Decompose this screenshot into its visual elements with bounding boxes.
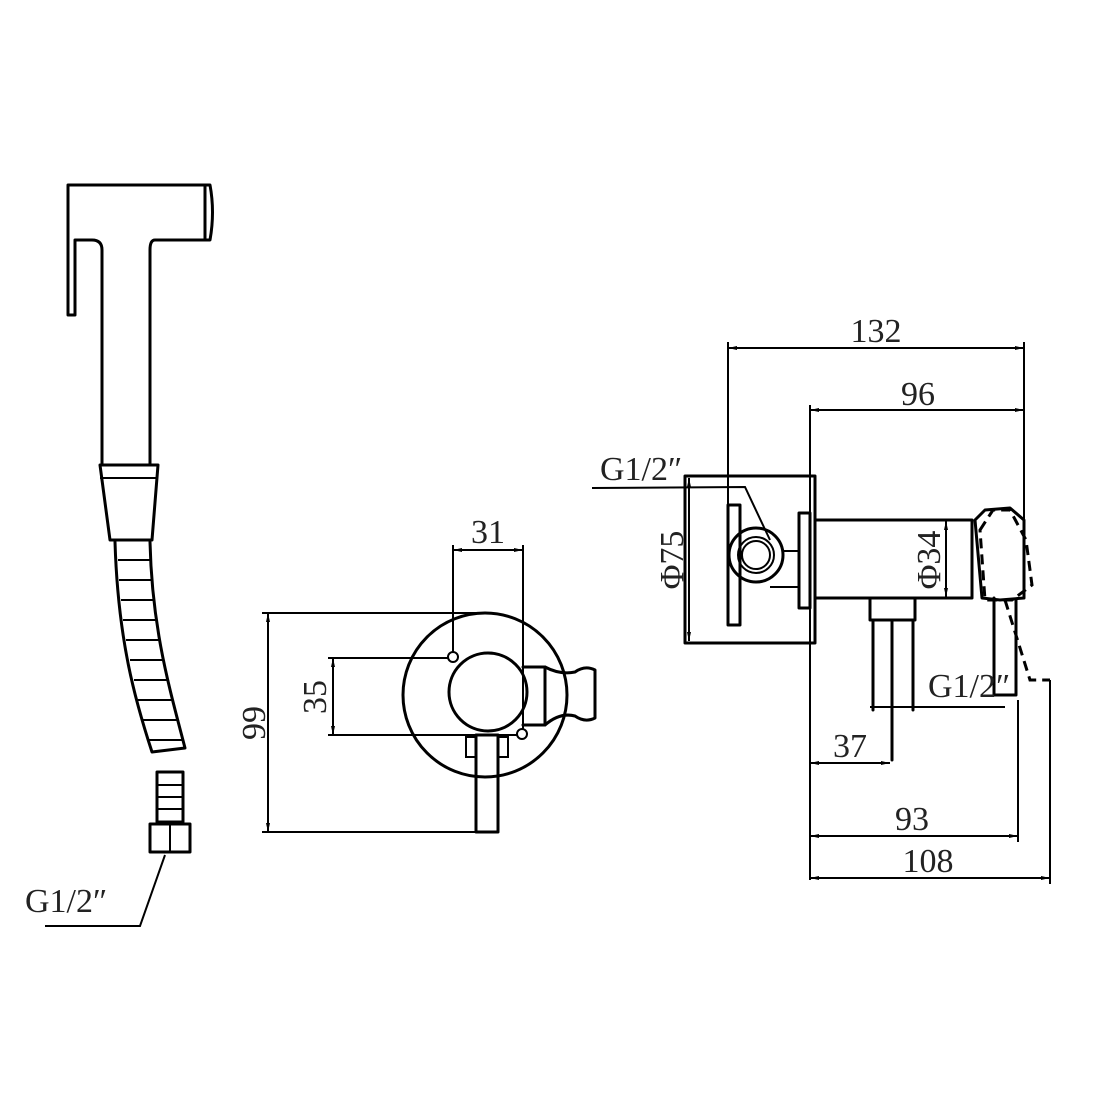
plate-diameter-label: Φ75: [654, 531, 691, 590]
outlet-offset-label: 37: [833, 728, 867, 765]
outlet-thread-label: G1/2″: [928, 668, 1010, 705]
handheld-thread-label: G1/2″: [25, 883, 107, 920]
hole-spacing-horizontal-label: 31: [471, 514, 505, 551]
body-depth-label: 96: [901, 376, 935, 413]
lever-depth-label: 93: [895, 801, 929, 838]
hole-spacing-vertical-label: 35: [297, 680, 334, 714]
height-label: 99: [236, 706, 273, 740]
hose-ribs: [118, 559, 183, 741]
front-view: 99 35 31: [236, 514, 597, 834]
body-diameter-label: Φ34: [911, 531, 948, 590]
inlet-thread-label: G1/2″: [600, 451, 682, 488]
overall-depth-label: 132: [851, 313, 902, 350]
lever-open-depth-label: 108: [903, 843, 954, 880]
side-view: 132 96 G1/2″ Φ75 Φ34 G1/2″ 37 93 108: [591, 313, 1051, 884]
handheld-sprayer: G1/2″: [25, 183, 214, 927]
